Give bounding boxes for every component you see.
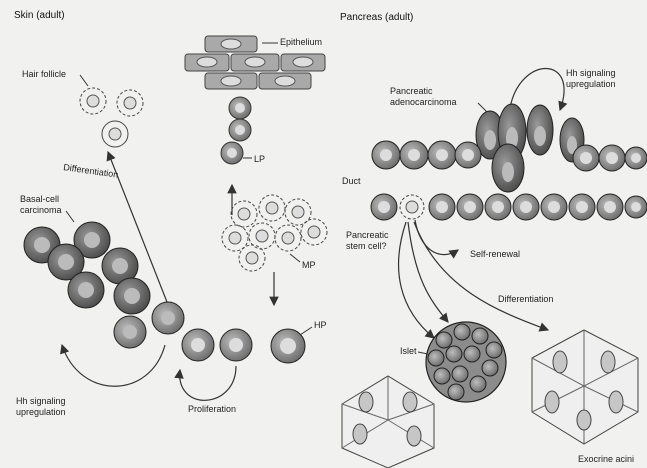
hair-follicle-cells — [80, 88, 143, 147]
skin-title: Skin (adult) — [14, 10, 65, 21]
proliferation-cells — [182, 329, 252, 361]
hair-follicle-label: Hair follicle — [22, 69, 66, 79]
hair-follicle-pointer — [80, 75, 88, 86]
adenocarcinoma-cells — [476, 104, 584, 192]
lp-label: LP — [254, 154, 265, 164]
lp-cells — [221, 97, 251, 164]
skin-differentiation-label: Differentiation — [63, 162, 119, 180]
islet — [426, 322, 506, 402]
adeno-label-2: adenocarcinoma — [390, 97, 457, 107]
skin-hh-label-1: Hh signaling — [16, 396, 66, 406]
pancreas-hh-label-1: Hh signaling — [566, 68, 616, 78]
adeno-label-1: Pancreatic — [390, 86, 433, 96]
acini-left — [342, 376, 434, 468]
self-renewal-label: Self-renewal — [470, 249, 520, 259]
proliferation-label: Proliferation — [188, 404, 236, 414]
bcc-label-1: Basal-cell — [20, 194, 59, 204]
diff-arrow-islet — [408, 222, 448, 322]
bcc-label-2: carcinoma — [20, 205, 62, 215]
duct-lower-row — [371, 194, 647, 220]
duct-label: Duct — [342, 176, 361, 186]
hp-pointer — [300, 327, 312, 335]
pancreas-title: Pancreas (adult) — [340, 12, 413, 23]
skin-hh-loop-arrow — [62, 345, 165, 386]
mp-pointer — [290, 254, 300, 262]
proliferation-loop-arrow — [180, 366, 236, 400]
diff-arrow-acini — [414, 222, 548, 330]
hp-cell — [271, 329, 305, 363]
pancreas-hh-label-2: upregulation — [566, 79, 616, 89]
mp-label: MP — [302, 260, 316, 270]
stem-cell-label-1: Pancreatic — [346, 230, 389, 240]
exocrine-label: Exocrine acini — [578, 454, 634, 464]
pancreas-differentiation-label: Differentiation — [498, 294, 553, 304]
diff-arrow-islet-2 — [399, 222, 434, 338]
islet-label: Islet — [400, 346, 417, 356]
bcc-pointer — [66, 211, 74, 222]
acini-right — [532, 330, 638, 444]
epithelium-label: Epithelium — [280, 37, 322, 47]
stem-cell-label-2: stem cell? — [346, 241, 387, 251]
skin-hh-label-2: upregulation — [16, 407, 66, 417]
hp-label: HP — [314, 320, 327, 330]
pancreas-hh-loop-arrow — [510, 68, 564, 110]
